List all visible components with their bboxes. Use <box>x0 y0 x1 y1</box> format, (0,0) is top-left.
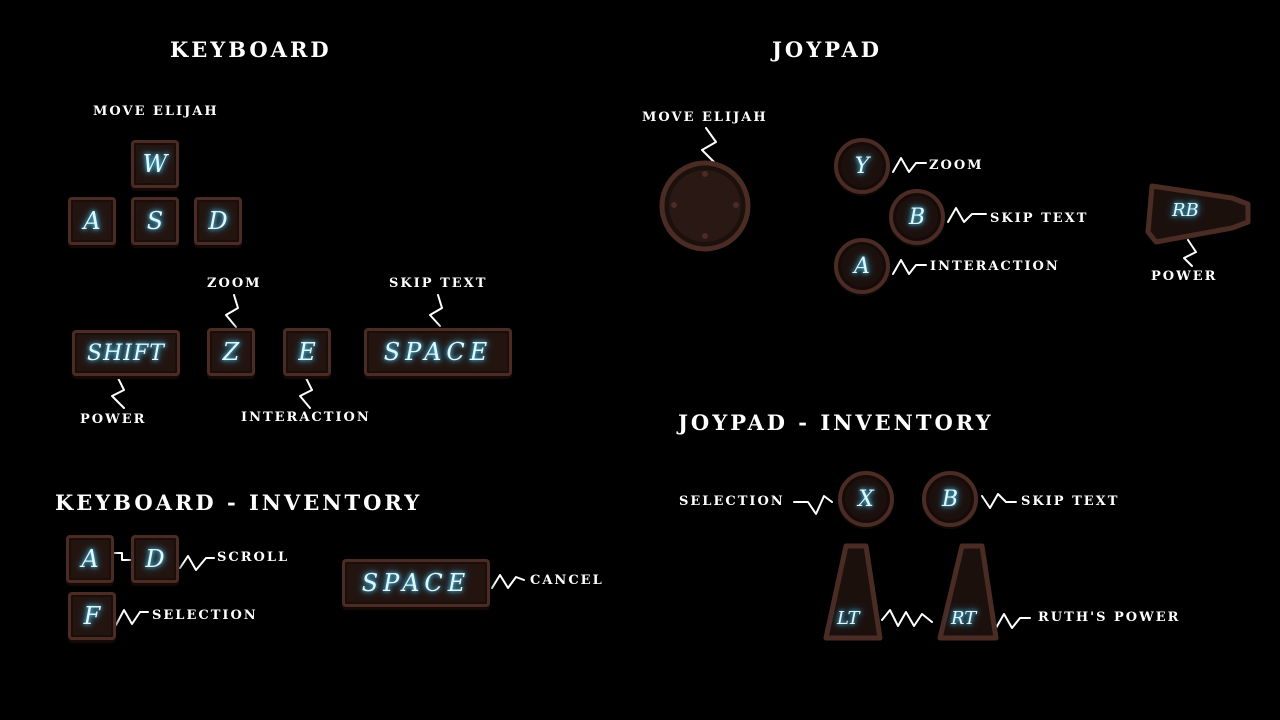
connector-joy-move <box>701 127 717 163</box>
joy-inv-lt-label: LT <box>837 608 860 629</box>
key-space: SPACE <box>364 328 512 376</box>
joy-inv-button-x: X <box>838 471 894 527</box>
joy-inv-skip-label: SKIP TEXT <box>1021 494 1120 509</box>
joy-inv-selection-label: SELECTION <box>679 494 785 509</box>
connector-joy-zoom <box>892 157 927 173</box>
connector-joy-power <box>1183 239 1197 267</box>
connector-selection <box>115 609 149 626</box>
rt-trigger-shape <box>937 543 999 641</box>
joy-inv-rt-label: RT <box>951 608 977 629</box>
inv-scroll-label: SCROLL <box>217 550 290 565</box>
joy-button-y: Y <box>834 138 890 194</box>
joy-rb-label: RB <box>1172 200 1199 221</box>
joypad-inventory-title: JOYPAD - INVENTORY <box>678 410 994 435</box>
connector-joy-skip <box>947 207 987 223</box>
inv-cancel-label: CANCEL <box>530 573 604 588</box>
keyboard-inventory-title: KEYBOARD - INVENTORY <box>55 490 423 515</box>
key-w: W <box>131 140 179 188</box>
connector-skip <box>429 294 443 327</box>
inv-key-space: SPACE <box>342 559 490 607</box>
joy-inv-power-label: RUTH'S POWER <box>1038 610 1181 625</box>
key-d: D <box>194 197 242 245</box>
connector-interaction <box>299 377 313 409</box>
joy-interaction-label: INTERACTION <box>930 259 1060 274</box>
connector-a-d <box>112 552 133 561</box>
inv-key-a: A <box>66 535 114 583</box>
inv-selection-label: SELECTION <box>152 608 258 623</box>
inv-key-f: F <box>68 592 116 640</box>
key-z: Z <box>207 328 255 376</box>
connector-lt-rt <box>881 609 933 627</box>
connector-cancel <box>491 574 525 589</box>
connector-inv-skip <box>981 493 1017 509</box>
key-shift: SHIFT <box>72 330 180 376</box>
key-e: E <box>283 328 331 376</box>
connector-joy-interaction <box>892 259 927 275</box>
connector-ruth <box>995 613 1031 629</box>
joy-inv-button-b: B <box>922 471 978 527</box>
joy-button-a: A <box>834 238 890 294</box>
joy-button-b: B <box>889 189 945 245</box>
kb-interaction-label: INTERACTION <box>241 410 371 425</box>
analog-stick-icon <box>659 160 751 252</box>
key-s: S <box>131 197 179 245</box>
joy-zoom-label: ZOOM <box>929 158 984 173</box>
kb-zoom-label: ZOOM <box>207 276 262 291</box>
joy-power-label: POWER <box>1151 269 1218 284</box>
kb-move-label: MOVE ELIJAH <box>93 104 219 119</box>
connector-power <box>111 377 125 409</box>
joy-skip-label: SKIP TEXT <box>990 211 1089 226</box>
kb-power-label: POWER <box>80 412 147 427</box>
connector-scroll <box>179 555 215 571</box>
connector-zoom <box>225 294 239 328</box>
rb-bumper-shape <box>1145 183 1251 245</box>
key-a: A <box>68 197 116 245</box>
joy-move-label: MOVE ELIJAH <box>642 110 768 125</box>
keyboard-title: KEYBOARD <box>170 37 332 62</box>
lt-trigger-shape <box>823 543 883 641</box>
inv-key-d: D <box>131 535 179 583</box>
connector-inv-selection <box>793 495 833 515</box>
joypad-title: JOYPAD <box>772 37 882 62</box>
kb-skip-label: SKIP TEXT <box>389 276 488 291</box>
